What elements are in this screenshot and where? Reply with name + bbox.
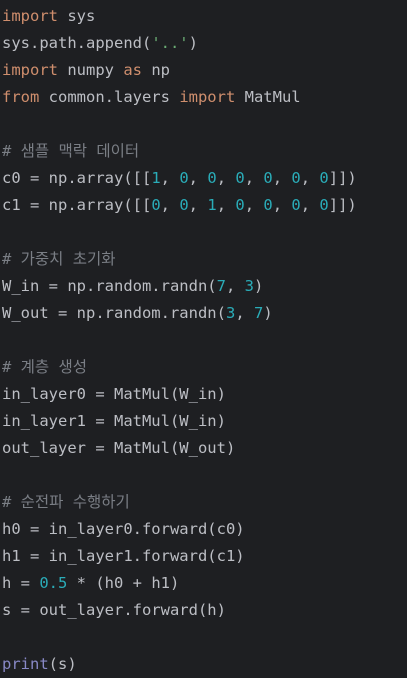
code-line[interactable]: sys.path.append('..') — [2, 30, 407, 57]
code-line[interactable]: s = out_layer.forward(h) — [2, 597, 407, 624]
code-token-txt: common.layers — [39, 88, 180, 106]
code-token-num: 7 — [253, 304, 264, 322]
code-line[interactable] — [2, 327, 407, 354]
code-token-num: 3 — [225, 304, 236, 322]
code-line[interactable]: c1 = np.array([[0, 0, 1, 0, 0, 0, 0]]) — [2, 192, 407, 219]
code-token-txt: h = — [2, 574, 40, 592]
code-token-txt: , — [216, 169, 236, 187]
code-token-txt: , — [300, 196, 320, 214]
code-line[interactable]: h = 0.5 * (h0 + h1) — [2, 570, 407, 597]
code-token-num: 0 — [319, 169, 329, 187]
code-token-txt: , — [244, 169, 264, 187]
code-line[interactable]: W_in = np.random.randn(7, 3) — [2, 273, 407, 300]
code-token-num: 0 — [291, 196, 301, 214]
code-token-str: '..' — [151, 34, 189, 52]
code-token-cmt: # 가중치 초기화 — [2, 250, 116, 268]
code-token-txt: * (h0 + h1) — [67, 574, 180, 592]
code-token-txt: , — [272, 196, 292, 214]
code-token-txt: ) — [188, 34, 198, 52]
code-token-txt: sys.path.append( — [2, 34, 152, 52]
code-line[interactable]: # 가중치 초기화 — [2, 246, 407, 273]
code-line[interactable]: # 샘플 맥락 데이터 — [2, 138, 407, 165]
code-token-num: 0 — [263, 196, 273, 214]
code-line[interactable]: h0 = in_layer0.forward(c0) — [2, 516, 407, 543]
code-token-txt: sys — [58, 7, 96, 25]
code-line[interactable] — [2, 219, 407, 246]
code-token-kw: import — [179, 88, 236, 106]
code-token-num: 0 — [179, 169, 189, 187]
code-token-txt: , — [160, 169, 180, 187]
code-token-txt: out_layer = MatMul(W_out) — [2, 439, 236, 457]
code-token-num: 0 — [151, 196, 161, 214]
code-token-num: 0 — [235, 196, 245, 214]
code-line[interactable]: c0 = np.array([[1, 0, 0, 0, 0, 0, 0]]) — [2, 165, 407, 192]
code-token-txt: W_out = np.random.randn( — [2, 304, 226, 322]
code-token-kw: from — [2, 88, 40, 106]
code-token-num: 0 — [319, 196, 329, 214]
code-token-txt: , — [235, 304, 254, 322]
code-token-num: 7 — [216, 277, 226, 295]
code-token-num: 0.5 — [39, 574, 68, 592]
code-token-txt: h1 = in_layer1.forward(c1) — [2, 547, 245, 565]
code-token-num: 1 — [151, 169, 161, 187]
code-token-cmt: # 순전파 수행하기 — [2, 493, 130, 511]
code-token-txt: , — [300, 169, 320, 187]
code-token-kw: import — [2, 61, 58, 79]
code-token-txt: MatMul — [235, 88, 301, 106]
code-line[interactable]: import sys — [2, 3, 407, 30]
code-token-txt: c0 = np.array([[ — [2, 169, 152, 187]
code-line[interactable]: in_layer1 = MatMul(W_in) — [2, 408, 407, 435]
code-token-txt: s = out_layer.forward(h) — [2, 601, 226, 619]
code-token-txt: , — [160, 196, 180, 214]
code-token-kw: as — [123, 61, 142, 79]
code-token-num: 0 — [291, 169, 301, 187]
code-token-cmt: # 계층 생성 — [2, 358, 88, 376]
code-line[interactable]: in_layer0 = MatMul(W_in) — [2, 381, 407, 408]
code-token-txt: W_in = np.random.randn( — [2, 277, 217, 295]
code-token-num: 3 — [244, 277, 254, 295]
code-line[interactable]: # 계층 생성 — [2, 354, 407, 381]
code-line[interactable]: from common.layers import MatMul — [2, 84, 407, 111]
code-line[interactable]: h1 = in_layer1.forward(c1) — [2, 543, 407, 570]
code-token-num: 0 — [179, 196, 189, 214]
code-token-txt: , — [188, 169, 208, 187]
code-token-txt: ]]) — [328, 169, 357, 187]
code-line[interactable] — [2, 462, 407, 489]
code-token-txt: in_layer1 = MatMul(W_in) — [2, 412, 226, 430]
code-token-txt: numpy — [58, 61, 124, 79]
code-line[interactable]: # 순전파 수행하기 — [2, 489, 407, 516]
code-line[interactable]: print(s) — [2, 651, 407, 678]
code-token-txt: c1 = np.array([[ — [2, 196, 152, 214]
code-token-kw: import — [2, 7, 58, 25]
code-token-txt: , — [244, 196, 264, 214]
code-token-txt: ]]) — [328, 196, 357, 214]
code-token-cmt: # 샘플 맥락 데이터 — [2, 142, 140, 160]
code-token-txt: ) — [254, 277, 264, 295]
code-token-txt: ) — [263, 304, 273, 322]
code-token-fn: print — [2, 655, 49, 673]
code-token-num: 0 — [207, 169, 217, 187]
code-token-num: 0 — [235, 169, 245, 187]
code-token-num: 1 — [207, 196, 217, 214]
code-token-num: 0 — [263, 169, 273, 187]
code-line[interactable]: out_layer = MatMul(W_out) — [2, 435, 407, 462]
code-line[interactable] — [2, 624, 407, 651]
code-token-txt: , — [225, 277, 245, 295]
code-token-txt: np — [142, 61, 170, 79]
code-token-txt: in_layer0 = MatMul(W_in) — [2, 385, 226, 403]
code-token-txt: , — [188, 196, 208, 214]
code-line[interactable]: import numpy as np — [2, 57, 407, 84]
code-token-txt: h0 = in_layer0.forward(c0) — [2, 520, 245, 538]
code-token-txt: , — [216, 196, 236, 214]
code-line[interactable] — [2, 111, 407, 138]
code-token-txt: (s) — [48, 655, 77, 673]
code-token-txt: , — [272, 169, 292, 187]
code-line[interactable]: W_out = np.random.randn(3, 7) — [2, 300, 407, 327]
